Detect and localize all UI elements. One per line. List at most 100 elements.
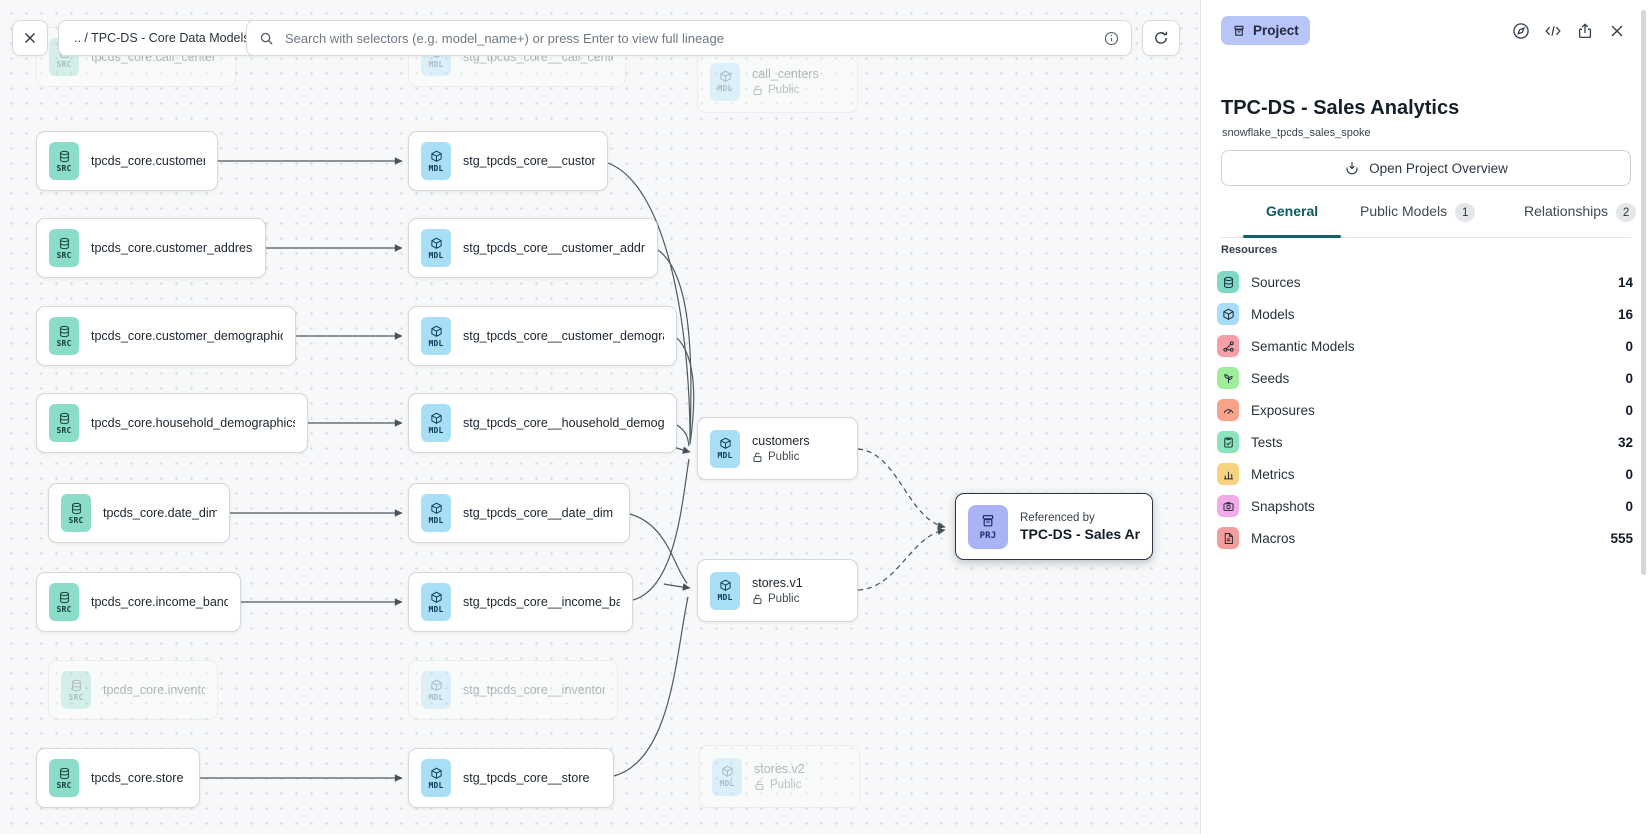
node-label: tpcds_core.customer_demographics xyxy=(91,329,283,343)
node-label: stg_tpcds_core__household_demogr… xyxy=(463,416,664,430)
tab-relationships[interactable]: Relationships 2 xyxy=(1524,200,1637,238)
node-label: stg_tpcds_core__date_dim xyxy=(463,506,614,520)
lineage-node-model[interactable]: MDL stg_tpcds_core__customer_address xyxy=(408,218,658,278)
view-code-button[interactable] xyxy=(1543,21,1562,40)
referenced-by-label: Referenced by xyxy=(1020,511,1095,524)
resource-count: 16 xyxy=(1617,306,1633,322)
access-label: Public xyxy=(752,593,803,605)
resource-count: 555 xyxy=(1610,530,1633,546)
node-label: call_centers xyxy=(752,67,819,81)
node-label: tpcds_core.inventory xyxy=(103,683,205,697)
lineage-node-source[interactable]: SRC tpcds_core.date_dim xyxy=(48,483,230,543)
lineage-node-public-model[interactable]: MDL customers Public xyxy=(697,417,858,480)
model-badge: MDL xyxy=(421,494,451,532)
project-badge: PRJ xyxy=(968,504,1008,549)
lineage-node-model[interactable]: MDL stg_tpcds_core__date_dim xyxy=(408,483,630,543)
resource-row-snapshots[interactable]: Snapshots 0 xyxy=(1214,490,1636,522)
search-bar xyxy=(246,20,1132,56)
lineage-node-model[interactable]: MDL stg_tpcds_core__household_demogr… xyxy=(408,393,677,453)
node-label: stores.v2 xyxy=(754,762,805,776)
node-label: stg_tpcds_core__customer xyxy=(463,154,595,168)
search-icon xyxy=(260,32,273,45)
tab-general[interactable]: General xyxy=(1243,200,1342,238)
lineage-node-public-model[interactable]: MDL stores.v2 Public xyxy=(699,745,860,808)
resource-row-models[interactable]: Models 16 xyxy=(1214,298,1636,330)
model-badge: MDL xyxy=(421,671,451,709)
info-circle-icon[interactable] xyxy=(1104,31,1119,46)
refresh-lineage-button[interactable] xyxy=(1142,20,1180,56)
node-label: tpcds_core.date_dim xyxy=(103,506,217,520)
lineage-node-model[interactable]: MDL stg_tpcds_core__customer_demogra… xyxy=(408,306,677,366)
project-icon xyxy=(1234,25,1244,36)
lineage-node-source[interactable]: SRC tpcds_core.customer xyxy=(36,131,218,191)
open-project-overview-button[interactable]: Open Project Overview xyxy=(1221,150,1631,186)
resources-heading: Resources xyxy=(1221,244,1278,256)
source-badge: SRC xyxy=(49,317,79,355)
lineage-node-source[interactable]: SRC tpcds_core.customer_demographics xyxy=(36,306,296,366)
close-lineage-button[interactable] xyxy=(12,20,48,56)
resource-count: 14 xyxy=(1617,274,1633,290)
lineage-node-source[interactable]: SRC tpcds_core.inventory xyxy=(48,660,218,720)
tab-count-badge: 2 xyxy=(1616,203,1637,222)
model-badge: MDL xyxy=(710,571,740,610)
resource-count: 0 xyxy=(1625,402,1633,418)
lineage-canvas[interactable]: SRC tpcds_core.call_center SRC tpcds_cor… xyxy=(0,0,1200,834)
resource-count: 0 xyxy=(1625,498,1633,514)
resource-row-macros[interactable]: Macros 555 xyxy=(1214,522,1636,554)
explore-compass-button[interactable] xyxy=(1511,21,1530,40)
resource-row-metrics[interactable]: Metrics 0 xyxy=(1214,458,1636,490)
node-label: tpcds_core.store xyxy=(91,771,184,785)
tab-public-models[interactable]: Public Models 1 xyxy=(1360,200,1476,238)
active-tab-underline xyxy=(1243,235,1342,238)
lineage-node-source[interactable]: SRC tpcds_core.income_band xyxy=(36,572,241,632)
panel-actions xyxy=(1511,21,1626,40)
model-badge: MDL xyxy=(421,317,451,355)
node-label: stg_tpcds_core__store xyxy=(463,771,590,785)
lineage-node-model[interactable]: MDL stg_tpcds_core__customer xyxy=(408,131,608,191)
bar-chart-icon xyxy=(1217,463,1239,485)
resource-count: 0 xyxy=(1625,370,1633,386)
code-icon xyxy=(1544,25,1561,36)
panel-title: TPC-DS - Sales Analytics xyxy=(1221,97,1460,119)
search-input[interactable] xyxy=(283,29,1095,47)
share-button[interactable] xyxy=(1575,21,1594,40)
node-label: tpcds_core.customer_address xyxy=(91,241,253,255)
resource-row-semantic-models[interactable]: Semantic Models 0 xyxy=(1214,330,1636,362)
source-badge: SRC xyxy=(49,229,79,267)
model-badge: MDL xyxy=(421,583,451,621)
lock-open-icon xyxy=(753,594,762,604)
panel-scrollbar[interactable] xyxy=(1641,10,1646,575)
close-icon xyxy=(24,32,36,44)
close-panel-button[interactable] xyxy=(1607,21,1626,40)
clipboard-check-icon xyxy=(1217,431,1239,453)
resource-row-exposures[interactable]: Exposures 0 xyxy=(1214,394,1636,426)
node-label: tpcds_core.customer xyxy=(91,154,205,168)
node-label: customers xyxy=(752,434,810,448)
breadcrumb[interactable]: .. / TPC-DS - Core Data Models xyxy=(58,20,266,56)
lineage-node-model[interactable]: MDL stg_tpcds_core__income_band xyxy=(408,572,633,632)
lock-open-icon xyxy=(753,85,762,95)
resource-count: 0 xyxy=(1625,338,1633,354)
lineage-node-model[interactable]: MDL stg_tpcds_core__store xyxy=(408,748,614,808)
lock-open-icon xyxy=(755,780,764,790)
node-label: tpcds_core.income_band xyxy=(91,595,228,609)
resource-row-sources[interactable]: Sources 14 xyxy=(1214,266,1636,298)
resource-row-seeds[interactable]: Seeds 0 xyxy=(1214,362,1636,394)
model-badge: MDL xyxy=(421,759,451,797)
lineage-node-source[interactable]: SRC tpcds_core.customer_address xyxy=(36,218,266,278)
lineage-node-project[interactable]: PRJ Referenced by TPC-DS - Sales Analyti… xyxy=(955,493,1153,560)
node-label: stg_tpcds_core__customer_demogra… xyxy=(463,329,664,343)
access-label: Public xyxy=(752,84,819,96)
node-label: TPC-DS - Sales Analytics xyxy=(1020,525,1140,542)
compass-icon xyxy=(1512,22,1529,39)
resource-row-tests[interactable]: Tests 32 xyxy=(1214,426,1636,458)
camera-icon xyxy=(1217,495,1239,517)
seedling-icon xyxy=(1217,367,1239,389)
lineage-node-source[interactable]: SRC tpcds_core.store xyxy=(36,748,200,808)
lineage-node-public-model[interactable]: MDL call_centers Public xyxy=(697,50,858,113)
lineage-node-public-model[interactable]: MDL stores.v1 Public xyxy=(697,559,858,622)
lineage-node-model[interactable]: MDL stg_tpcds_core__inventory xyxy=(408,660,618,720)
document-icon xyxy=(1217,527,1239,549)
lineage-node-source[interactable]: SRC tpcds_core.household_demographics xyxy=(36,393,308,453)
